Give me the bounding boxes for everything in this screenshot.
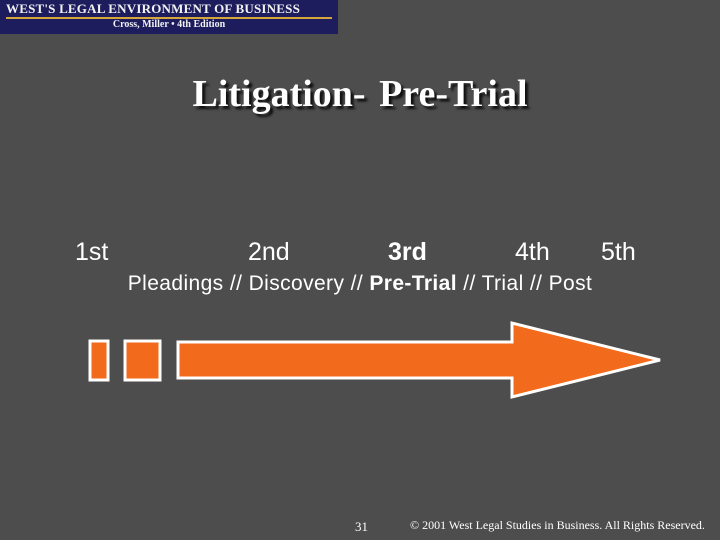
book-banner: WEST'S LEGAL ENVIRONMENT OF BUSINESS Cro… [0, 0, 338, 34]
slide-title: Litigation- Pre-Trial [192, 73, 528, 115]
stage-separator: // [529, 272, 543, 295]
ordinal-2: 2nd [248, 238, 290, 266]
stage-block-pleadings [88, 339, 110, 382]
stage-trial: Trial [481, 272, 524, 295]
banner-divider [6, 17, 332, 19]
banner-title: WEST'S LEGAL ENVIRONMENT OF BUSINESS [6, 1, 301, 16]
stage-post: Post [548, 272, 593, 295]
stage-pleadings: Pleadings [127, 272, 224, 295]
ordinal-4: 4th [515, 238, 550, 266]
ordinal-5: 5th [601, 238, 636, 266]
ordinal-1: 1st [75, 238, 109, 266]
stage-block-discovery [123, 339, 162, 382]
ordinal-3: 3rd [388, 238, 427, 266]
stage-sequence: Pleadings // Discovery // Pre-Trial // T… [0, 272, 720, 296]
stage-separator: // [463, 272, 476, 295]
stage-discovery: Discovery [248, 272, 345, 295]
stage-separator: // [350, 272, 364, 295]
copyright-notice: © 2001 West Legal Studies in Business. A… [410, 518, 705, 532]
progress-arrow [176, 321, 661, 399]
page-number: 31 [355, 519, 368, 534]
stage-separator: // [229, 272, 243, 295]
banner-subtitle: Cross, Miller • 4th Edition [112, 19, 226, 30]
stage-pre-trial: Pre-Trial [369, 272, 457, 295]
